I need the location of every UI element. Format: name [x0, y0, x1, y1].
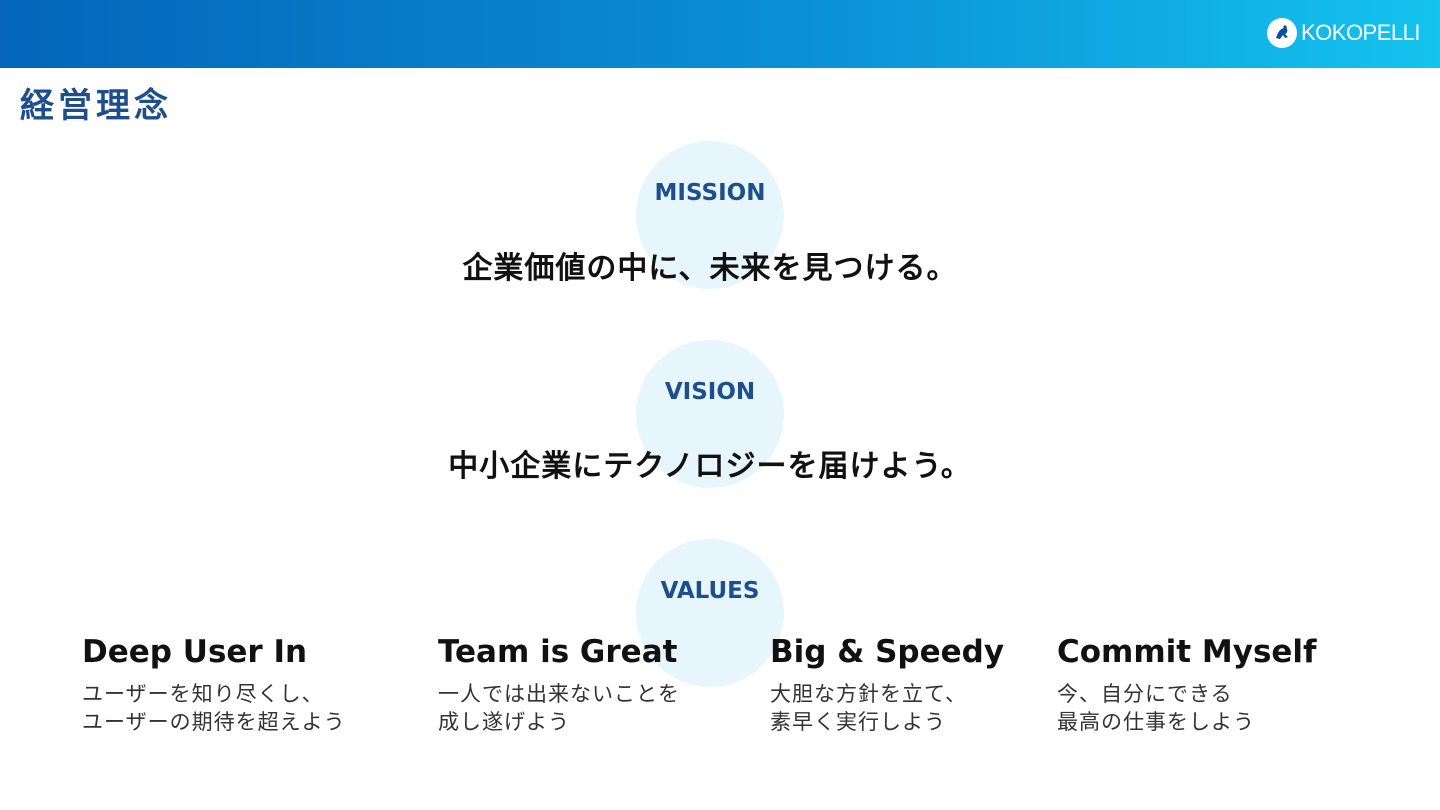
- value-desc-line: ユーザーの期待を超えよう: [82, 710, 346, 734]
- page-title: 経営理念: [20, 86, 172, 126]
- value-title: Commit Myself: [1057, 634, 1317, 670]
- mission-circle: [636, 141, 784, 289]
- value-desc-line: 素早く実行しよう: [770, 710, 946, 734]
- value-description: 大胆な方針を立て、 素早く実行しよう: [770, 680, 1004, 736]
- vision-label: VISION: [664, 379, 756, 405]
- value-desc-line: 最高の仕事をしよう: [1057, 710, 1255, 734]
- value-item-big-and-speedy: Big & Speedy 大胆な方針を立て、 素早く実行しよう: [770, 634, 1004, 736]
- value-desc-line: 一人では出来ないことを: [438, 682, 680, 706]
- value-desc-line: 今、自分にできる: [1057, 682, 1233, 706]
- value-description: ユーザーを知り尽くし、 ユーザーの期待を超えよう: [82, 680, 346, 736]
- value-item-commit-myself: Commit Myself 今、自分にできる 最高の仕事をしよう: [1057, 634, 1317, 736]
- values-label: VALUES: [660, 578, 760, 604]
- value-desc-line: ユーザーを知り尽くし、: [82, 682, 324, 706]
- brand-logo: KOKOPELLI: [1266, 16, 1421, 50]
- value-title: Team is Great: [438, 634, 678, 670]
- value-desc-line: 成し遂げよう: [438, 710, 570, 734]
- value-item-deep-user-in: Deep User In ユーザーを知り尽くし、 ユーザーの期待を超えよう: [82, 634, 346, 736]
- value-description: 一人では出来ないことを 成し遂げよう: [438, 680, 680, 736]
- value-title: Deep User In: [82, 634, 308, 670]
- value-title: Big & Speedy: [770, 634, 1005, 670]
- header-bar: KOKOPELLI: [0, 0, 1440, 68]
- vision-circle: [636, 340, 784, 488]
- vision-statement: 中小企業にテクノロジーを届けよう。: [448, 449, 972, 484]
- mission-label: MISSION: [654, 180, 766, 206]
- mission-statement: 企業価値の中に、未来を見つける。: [462, 251, 958, 286]
- value-description: 今、自分にできる 最高の仕事をしよう: [1057, 680, 1317, 736]
- values-circle: [636, 539, 784, 687]
- kokopelli-logo-icon: [1266, 18, 1297, 48]
- value-item-team-is-great: Team is Great 一人では出来ないことを 成し遂げよう: [438, 634, 680, 736]
- brand-name: KOKOPELLI: [1300, 20, 1421, 45]
- value-desc-line: 大胆な方針を立て、: [770, 682, 967, 706]
